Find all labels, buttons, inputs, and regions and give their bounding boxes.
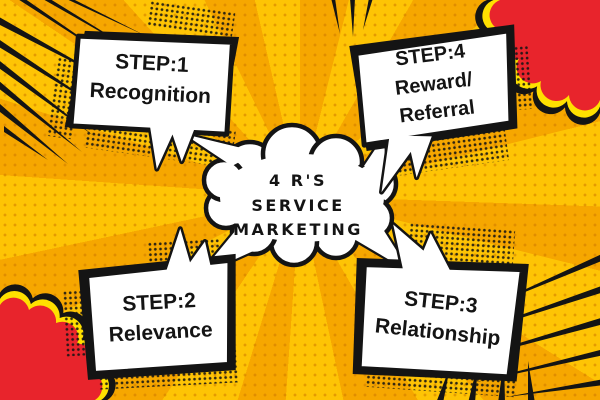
- step-4-bubble: STEP:4 Reward/ Referral: [344, 20, 529, 202]
- step-1-bubble-shape-icon: [64, 30, 240, 172]
- step-3-text: STEP:3 Relationship: [344, 209, 538, 393]
- step-1-text: STEP:1 Recognition: [60, 20, 240, 181]
- cloud-shape-icon: [182, 122, 412, 279]
- step-2-bubble-shape-icon: [78, 226, 236, 380]
- step-3-bubble: STEP:3 Relationship: [346, 212, 535, 390]
- cloud-title: 4 R'S SERVICE MARKETING: [180, 126, 416, 286]
- center-cloud: 4 R'S SERVICE MARKETING: [180, 122, 416, 286]
- step-4-text: STEP:4 Reward/ Referral: [340, 16, 533, 206]
- step-3-title: Relationship: [373, 314, 502, 351]
- step-2-title: Relevance: [108, 318, 214, 347]
- speed-lines-top-center-icon: [331, 0, 373, 37]
- step-1-label: STEP:1: [114, 50, 190, 78]
- cloud-title-line-3: MARKETING: [233, 220, 363, 240]
- step-3-bubble-shape-icon: [352, 221, 529, 382]
- step-2-label: STEP:2: [121, 289, 197, 317]
- cloud-title-line-2: SERVICE: [251, 195, 345, 215]
- step-1-bubble: STEP:1 Recognition: [57, 15, 244, 184]
- red-burst-bottom-left: [0, 284, 116, 400]
- step-4-bubble-shape-icon: [349, 24, 518, 195]
- cloud-title-line-1: 4 R'S: [269, 170, 327, 190]
- step-2-bubble: STEP:2 Relevance: [74, 218, 244, 384]
- step-1-title: Recognition: [89, 78, 212, 109]
- step-2-text: STEP:2 Relevance: [74, 218, 244, 384]
